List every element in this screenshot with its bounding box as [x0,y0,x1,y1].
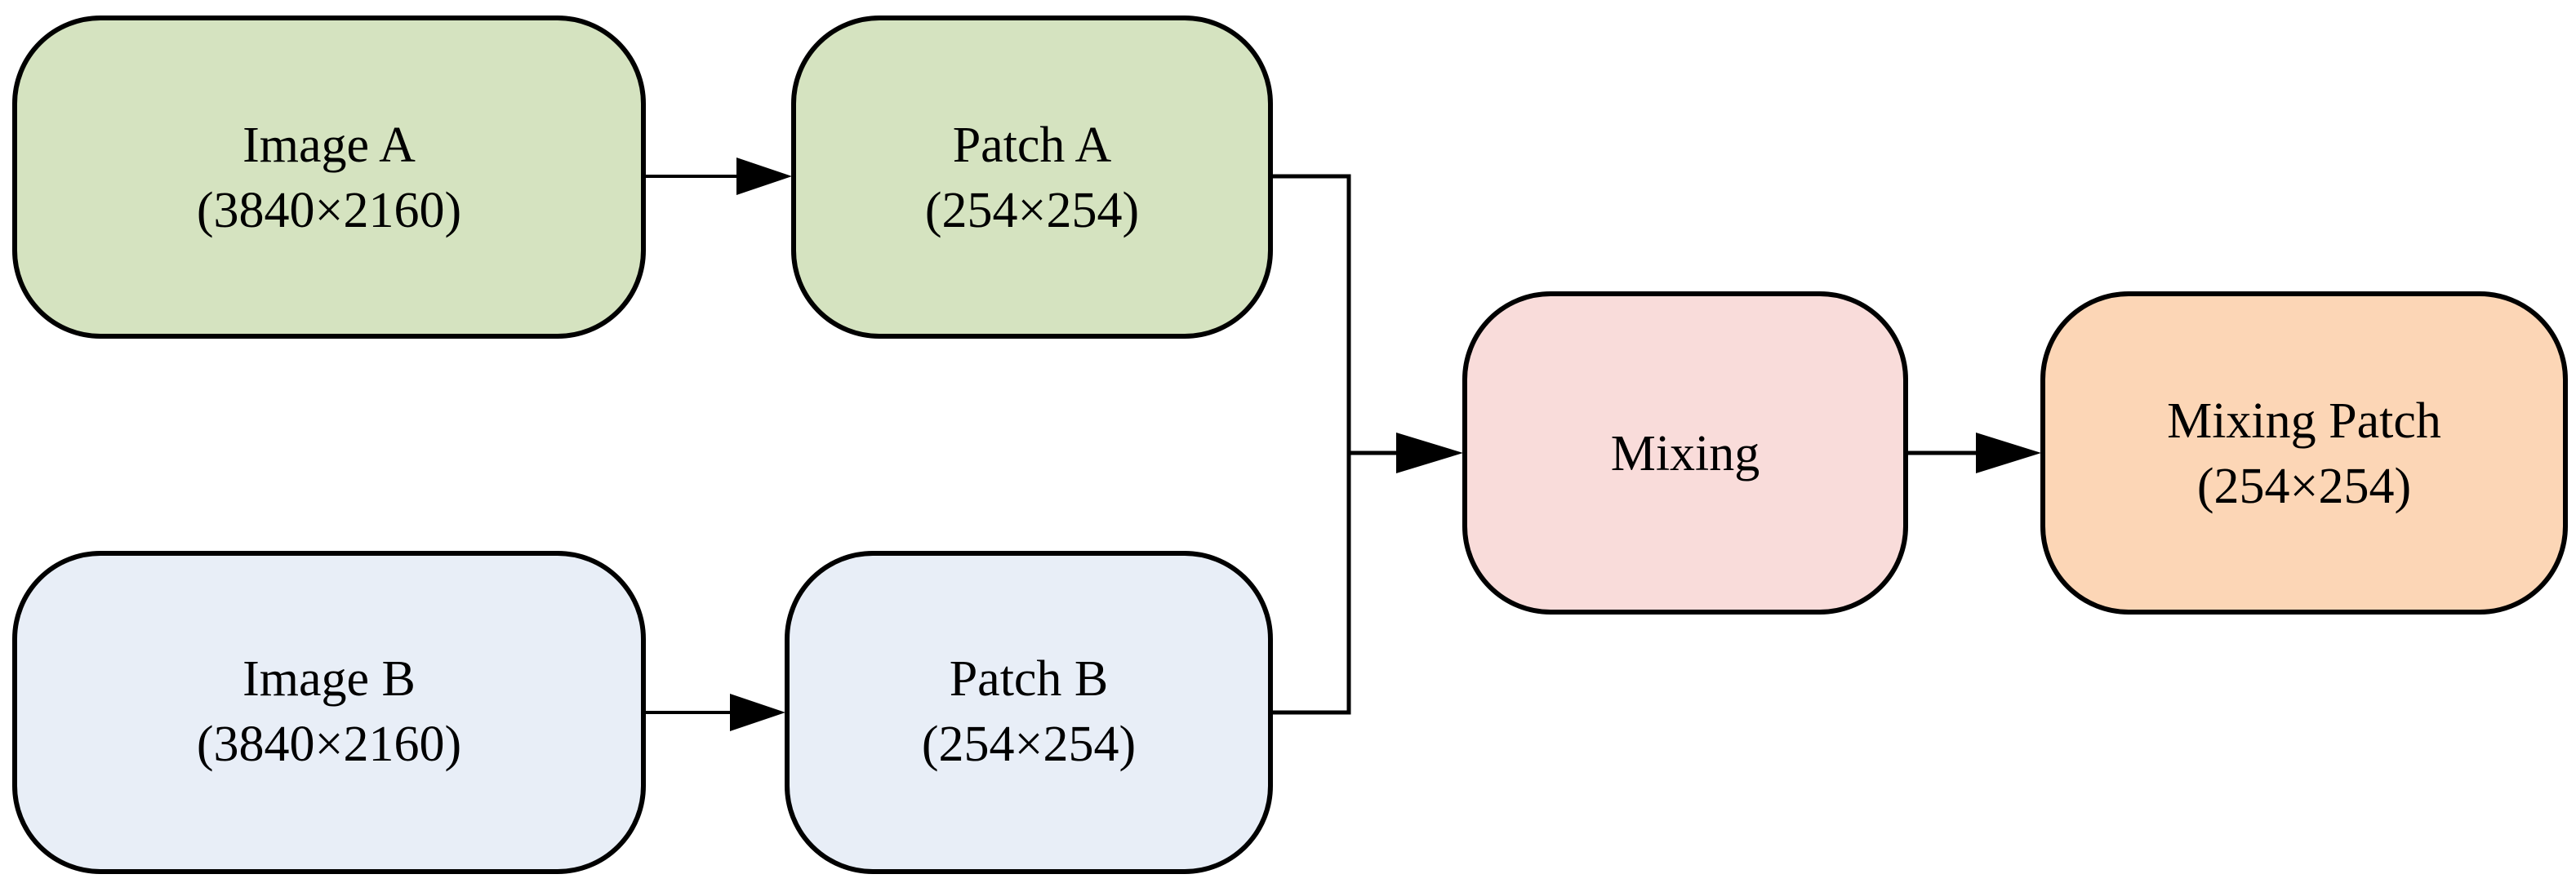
node-patch-b-name: Patch B [950,651,1109,707]
arrowhead-patch-b [730,694,785,731]
node-patch-a-size: (254×254) [925,183,1139,238]
node-mixing-name: Mixing [1611,426,1760,482]
node-image-b-size: (3840×2160) [197,717,461,772]
node-image-a: Image A (3840×2160) [12,16,646,339]
arrowhead-mixing [1396,433,1463,473]
arrowhead-patch-a [736,158,792,195]
node-patch-a: Patch A (254×254) [791,16,1273,339]
node-mixing-patch: Mixing Patch (254×254) [2040,291,2568,615]
node-mixing-patch-size: (254×254) [2197,459,2411,514]
arrowhead-mixing-patch [1976,433,2041,473]
node-image-b: Image B (3840×2160) [12,551,646,874]
node-image-b-box [12,551,646,874]
node-image-a-box [12,16,646,339]
node-mixing-patch-name: Mixing Patch [2167,393,2441,449]
node-image-b-name: Image B [242,651,416,707]
node-mixing: Mixing [1462,291,1908,615]
node-patch-b-size: (254×254) [922,717,1136,772]
edge-patch-a-to-mixing [1270,174,1351,453]
node-patch-b: Patch B (254×254) [785,551,1273,874]
node-patch-a-box [791,16,1273,339]
node-image-a-size: (3840×2160) [197,183,461,238]
connectors [643,158,2041,731]
node-image-a-name: Image A [242,118,416,173]
node-mixing-box [1462,291,1908,615]
node-mixing-patch-box [2040,291,2568,615]
node-patch-b-box [785,551,1273,874]
edge-patch-b-to-mixing [1270,453,1351,715]
node-patch-a-name: Patch A [953,118,1112,173]
